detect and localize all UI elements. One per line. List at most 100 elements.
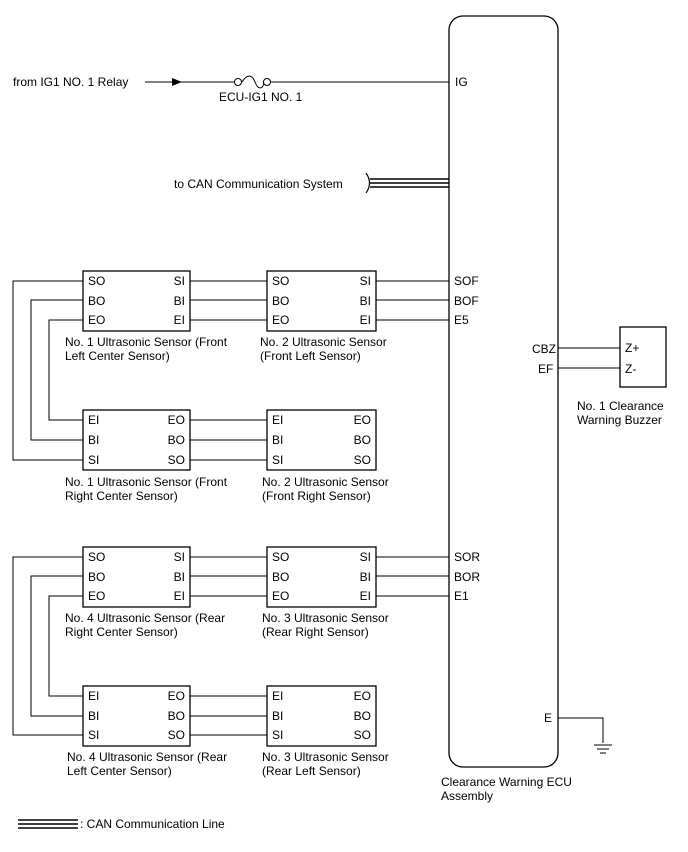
ecu-pin-bor: BOR: [454, 570, 480, 584]
sensor-4-pin-bo: BO: [354, 433, 371, 447]
source-label: from IG1 NO. 1 Relay: [13, 75, 128, 89]
sensor-4-pin-eo: EO: [354, 413, 371, 427]
sensor-4-pin-so: SO: [354, 453, 371, 467]
sensor-5-pin-bo: BO: [88, 570, 105, 584]
sensor-5-name-line2: Right Center Sensor): [65, 625, 178, 639]
fuse-terminal-right: [263, 78, 271, 86]
sensor-3-pin-eo: EO: [168, 413, 185, 427]
sensor-6-pin-bo: BO: [272, 570, 289, 584]
sensor-4-pin-si: SI: [272, 453, 283, 467]
fuse-icon: [241, 75, 265, 89]
sensor-6-pin-si: SI: [360, 550, 371, 564]
sensor-4-box: [266, 409, 377, 471]
sensor-8-name-line1: No. 3 Ultrasonic Sensor: [262, 750, 389, 764]
rear-wires: [12, 556, 449, 736]
sensor-1-pin-si: SI: [174, 274, 185, 288]
sensor-3-pin-bo: BO: [168, 433, 185, 447]
sensor-1-pin-ei: EI: [174, 313, 185, 327]
front-wires: [12, 280, 449, 461]
fuse-label: ECU-IG1 NO. 1: [219, 90, 303, 104]
sensor-2-box: [266, 270, 377, 332]
sensor-1-pin-eo: EO: [88, 313, 105, 327]
sensor-8-box: [266, 685, 377, 747]
sensor-8-pin-bo: BO: [354, 709, 371, 723]
ecu-pin-cbz: CBZ: [532, 342, 556, 356]
ground-icon: [594, 744, 612, 754]
sensor-4-name-line2: (Front Right Sensor): [262, 489, 371, 503]
ecu-pin-e: E: [544, 711, 552, 725]
sensor-5-pin-ei: EI: [174, 589, 185, 603]
sensor-8-pin-so: SO: [354, 728, 371, 742]
sensor-7-pin-ei: EI: [88, 689, 99, 703]
ecu-pin-ef: EF: [538, 362, 553, 376]
legend-can-line-symbol: [18, 819, 78, 829]
sensor-3-pin-si: SI: [88, 453, 99, 467]
sensor-5-box: [82, 546, 191, 608]
sensor-7-name-line1: No. 4 Ultrasonic Sensor (Rear: [67, 750, 227, 764]
sensor-3-pin-bi: BI: [88, 433, 99, 447]
ecu-pin-sof: SOF: [454, 274, 479, 288]
can-bus-lines: [365, 172, 449, 194]
ecu-box: [448, 15, 559, 768]
sensor-6-pin-ei: EI: [360, 589, 371, 603]
sensor-6-pin-eo: EO: [272, 589, 289, 603]
sensor-6-pin-bi: BI: [360, 570, 371, 584]
sensor-1-pin-bo: BO: [88, 294, 105, 308]
sensor-8-pin-ei: EI: [272, 689, 283, 703]
sensor-7-pin-so: SO: [168, 728, 185, 742]
sensor-7-pin-bi: BI: [88, 709, 99, 723]
sensor-8-name-line2: (Rear Left Sensor): [262, 764, 361, 778]
ecu-name-line2: Assembly: [441, 789, 493, 803]
sensor-5-pin-so: SO: [88, 550, 105, 564]
sensor-2-pin-bo: BO: [272, 294, 289, 308]
sensor-2-name-line2: (Front Left Sensor): [260, 349, 361, 363]
sensor-3-name-line1: No. 1 Ultrasonic Sensor (Front: [65, 475, 228, 489]
sensor-6-name-line2: (Rear Right Sensor): [262, 625, 369, 639]
sensor-8-pin-eo: EO: [354, 689, 371, 703]
sensor-3-name-line2: Right Center Sensor): [65, 489, 178, 503]
sensor-5-pin-bi: BI: [174, 570, 185, 584]
sensor-1-box: [82, 270, 191, 332]
sensor-6-box: [266, 546, 377, 608]
sensor-2-pin-eo: EO: [272, 313, 289, 327]
sensor-8-pin-bi: BI: [272, 709, 283, 723]
ecu-pin-ig: IG: [455, 75, 468, 89]
can-label: to CAN Communication System: [174, 177, 343, 191]
sensor-6-pin-so: SO: [272, 550, 289, 564]
buzzer-name-line1: No. 1 Clearance: [577, 399, 664, 413]
sensor-2-name-line1: No. 2 Ultrasonic Sensor: [260, 335, 387, 349]
sensor-5-pin-si: SI: [174, 550, 185, 564]
fuse-terminal-left: [234, 78, 242, 86]
sensor-1-name-line2: Left Center Sensor): [65, 349, 170, 363]
ecu-pin-sor: SOR: [454, 550, 480, 564]
legend-label: : CAN Communication Line: [80, 817, 225, 831]
sensor-4-name-line1: No. 2 Ultrasonic Sensor: [262, 475, 389, 489]
sensor-4-pin-bi: BI: [272, 433, 283, 447]
arrow-icon: [172, 78, 182, 86]
sensor-1-pin-bi: BI: [174, 294, 185, 308]
sensor-3-pin-so: SO: [168, 453, 185, 467]
sensor-5-name-line1: No. 4 Ultrasonic Sensor (Rear: [65, 611, 225, 625]
ecu-name-line1: Clearance Warning ECU: [441, 775, 572, 789]
buzzer-name-line2: Warning Buzzer: [577, 413, 662, 427]
ground-wire: [558, 717, 604, 743]
ecu-pin-e1: E1: [454, 589, 469, 603]
sensor-8-pin-si: SI: [272, 728, 283, 742]
buzzer-box: [619, 326, 667, 388]
ecu-pin-e5: E5: [454, 313, 469, 327]
ecu-pin-bof: BOF: [454, 294, 479, 308]
sensor-4-pin-ei: EI: [272, 413, 283, 427]
sensor-1-name-line1: No. 1 Ultrasonic Sensor (Front: [65, 335, 228, 349]
sensor-5-pin-eo: EO: [88, 589, 105, 603]
buzzer-pin-minus: Z-: [625, 362, 636, 376]
sensor-2-pin-bi: BI: [360, 294, 371, 308]
buzzer-pin-plus: Z+: [625, 341, 639, 355]
sensor-7-box: [82, 685, 191, 747]
sensor-7-pin-bo: BO: [168, 709, 185, 723]
sensor-2-pin-ei: EI: [360, 313, 371, 327]
sensor-6-name-line1: No. 3 Ultrasonic Sensor: [262, 611, 389, 625]
sensor-3-box: [82, 409, 191, 471]
sensor-7-pin-si: SI: [88, 728, 99, 742]
sensor-3-pin-ei: EI: [88, 413, 99, 427]
